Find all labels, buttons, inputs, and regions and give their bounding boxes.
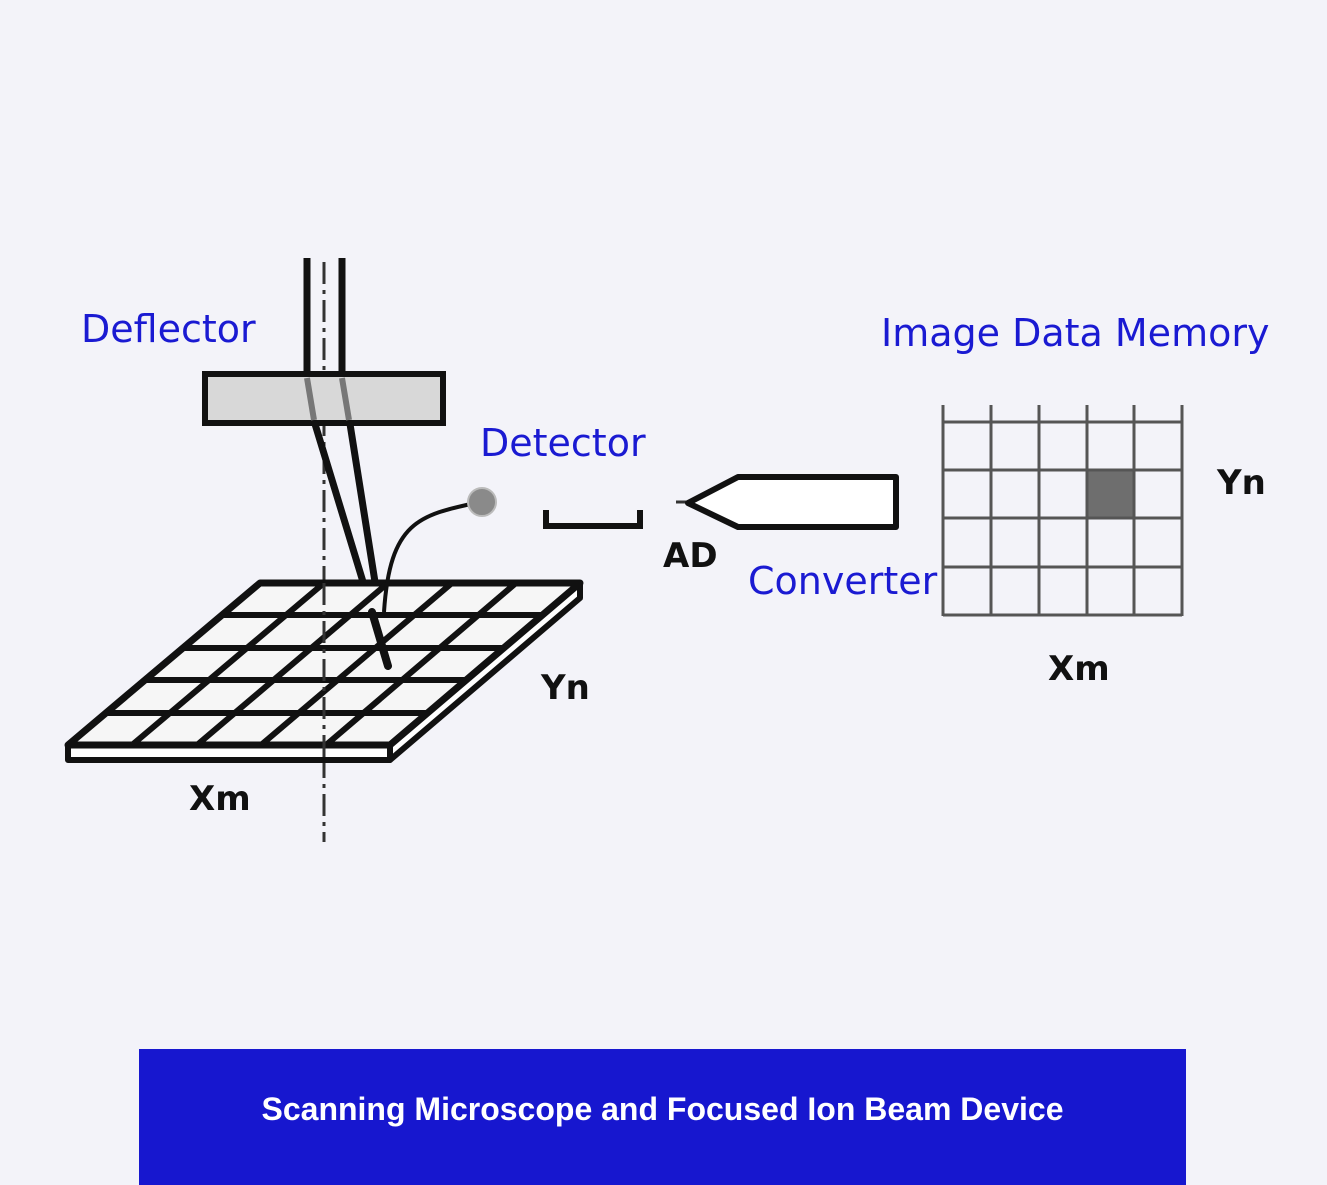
footer-banner: Scanning Microscope and Focused Ion Beam… xyxy=(139,1049,1186,1185)
detector-sensor xyxy=(467,487,497,517)
converter-label: Converter xyxy=(748,559,938,603)
detector-label: Detector xyxy=(480,421,646,465)
amplifier-bracket xyxy=(543,510,643,529)
deflector-label: Deflector xyxy=(81,307,256,351)
memory-yn-label: Yn xyxy=(1217,463,1266,503)
memory-xm-label: Xm xyxy=(1048,649,1110,689)
sample-xm-label: Xm xyxy=(189,779,251,819)
memory-title: Image Data Memory xyxy=(881,311,1270,355)
ad-converter-shape xyxy=(685,474,899,530)
deflector-plate xyxy=(202,371,446,426)
beam-column xyxy=(303,258,346,378)
detector-cable xyxy=(382,500,481,613)
footer-title: Scanning Microscope and Focused Ion Beam… xyxy=(261,1091,1064,1127)
ad-label: AD xyxy=(663,536,718,576)
memory-highlight-cell xyxy=(1087,470,1134,518)
beam-in-deflector xyxy=(304,377,352,421)
sample-yn-label: Yn xyxy=(541,668,590,708)
memory-grid xyxy=(941,405,1184,617)
